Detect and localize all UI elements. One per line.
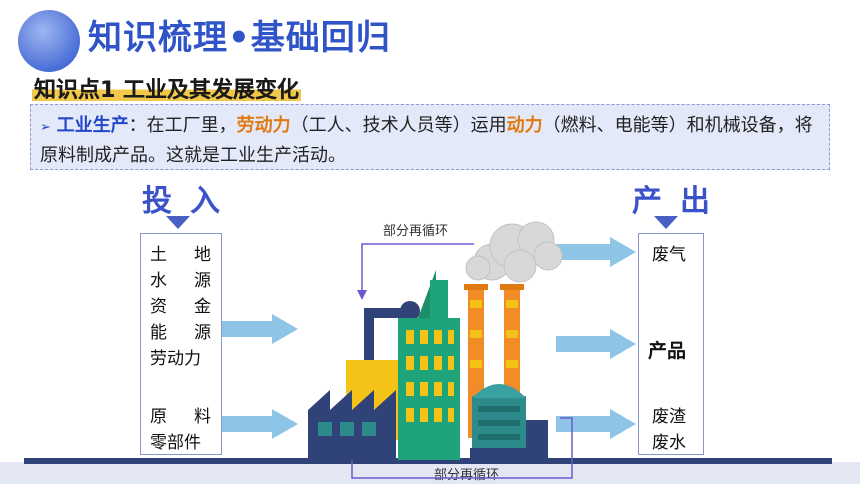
output-heading: 产出 <box>632 184 728 219</box>
input-item: 地 <box>194 245 211 265</box>
page-title: 知识梳理•基础回归 <box>88 18 391 58</box>
input-item: 水 <box>150 271 167 291</box>
definition-box <box>30 104 830 170</box>
green-tower <box>398 270 460 460</box>
recycle-line-bottom <box>351 417 573 479</box>
definition-text: ➢ 工业生产：在工厂里，劳动力（工人、技术人员等）运用动力（燃料、电能等）和机械… <box>40 112 830 170</box>
output-list-box <box>638 233 704 455</box>
input-item: 资 <box>150 297 167 317</box>
term-industrial-production: 工业生产 <box>56 115 129 136</box>
output-arrow-product <box>556 329 636 359</box>
bottom-band <box>0 462 860 484</box>
input-pointer-icon <box>166 216 190 229</box>
input-item: 料 <box>194 407 211 427</box>
definition-part2: （燃料、电能等）和机械设备，将原料制成产品。这就是工业生产活动。 <box>40 115 813 166</box>
smoke-cloud-icon <box>465 221 563 283</box>
definition-part1: （工人、技术人员等）运用 <box>290 115 507 136</box>
input-heading: 投入 <box>142 184 238 219</box>
output-pointer-icon <box>654 216 678 229</box>
bullet-arrow-icon: ➢ <box>40 120 51 135</box>
input-item: 源 <box>194 271 211 291</box>
output-arrow-gas <box>556 237 636 267</box>
input-arrow-upper <box>222 314 298 344</box>
definition-part0: ：在工厂里， <box>128 115 237 136</box>
storage-tank <box>470 384 548 460</box>
output-item-product: 产品 <box>648 340 687 362</box>
input-list-box <box>140 233 222 455</box>
input-item: 劳动力 <box>150 349 201 369</box>
input-item: 零部件 <box>150 433 201 453</box>
recycle-label-bottom: 部分再循环 <box>434 468 500 483</box>
input-item: 土 <box>150 245 167 265</box>
title-decoration <box>18 10 80 72</box>
recycle-label-top: 部分再循环 <box>383 224 449 239</box>
term-labor: 劳动力 <box>236 115 291 136</box>
input-item: 原 <box>150 407 167 427</box>
input-item: 源 <box>194 323 211 343</box>
knowledge-point-heading: 知识点1 工业及其发展变化 <box>32 72 301 104</box>
input-arrow-lower <box>222 409 298 439</box>
output-item-water: 废水 <box>652 433 686 453</box>
ground-line <box>24 458 832 464</box>
sawtooth-factory <box>308 390 396 460</box>
output-item-gas: 废气 <box>652 245 686 265</box>
output-item-slag: 废渣 <box>652 407 686 427</box>
recycle-arrowhead-top-icon <box>357 290 367 300</box>
term-power: 动力 <box>506 115 543 136</box>
input-item: 金 <box>194 297 211 317</box>
factory-pipe <box>364 301 420 366</box>
input-item: 能 <box>150 323 167 343</box>
output-arrow-waste <box>556 409 636 439</box>
recycle-line-top <box>361 243 474 292</box>
